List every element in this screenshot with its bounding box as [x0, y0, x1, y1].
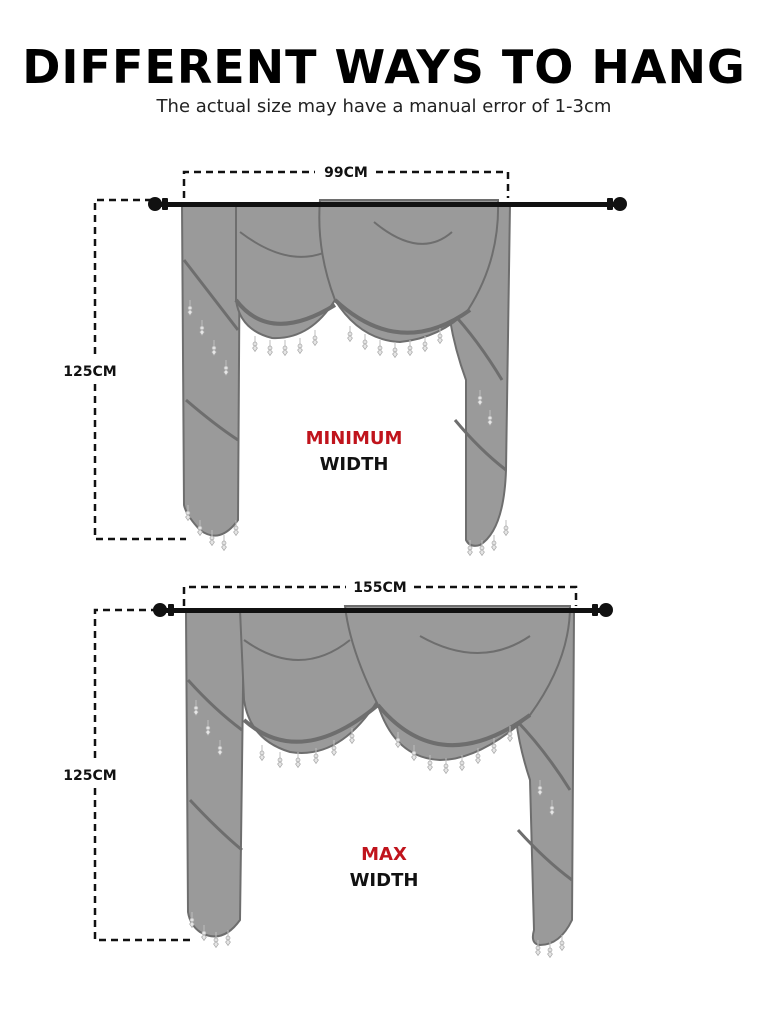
page-title: DIFFERENT WAYS TO HANG [22, 40, 746, 94]
width-dimension-line [182, 170, 510, 198]
min-caption-accent: MINIMUM [306, 428, 403, 449]
width-label: 155CM [353, 580, 406, 596]
right-finial [599, 603, 613, 617]
height-dimension-line [93, 608, 192, 942]
left-finial [153, 603, 167, 617]
left-tail-panel [180, 203, 242, 537]
page-subtitle: The actual size may have a manual error … [156, 96, 612, 117]
left-tail-panel [184, 611, 246, 938]
right-finial [613, 197, 627, 211]
curtain-rod [153, 603, 613, 617]
left-finial [148, 197, 162, 211]
width-label: 99CM [324, 165, 368, 181]
bead-fringe [189, 699, 565, 958]
min-caption: WIDTH [320, 454, 389, 475]
height-label: 125CM [63, 768, 116, 784]
minimum-width-figure: 99CM 125CM [63, 165, 627, 556]
right-swag-panel [318, 199, 500, 344]
curtain-rod [148, 197, 627, 211]
height-label: 125CM [63, 364, 116, 380]
max-caption: WIDTH [350, 870, 419, 891]
width-dimension-line [182, 585, 578, 606]
max-width-figure: 155CM 125CM [63, 580, 613, 958]
max-caption-accent: MAX [361, 844, 407, 865]
height-dimension-line [93, 198, 186, 541]
